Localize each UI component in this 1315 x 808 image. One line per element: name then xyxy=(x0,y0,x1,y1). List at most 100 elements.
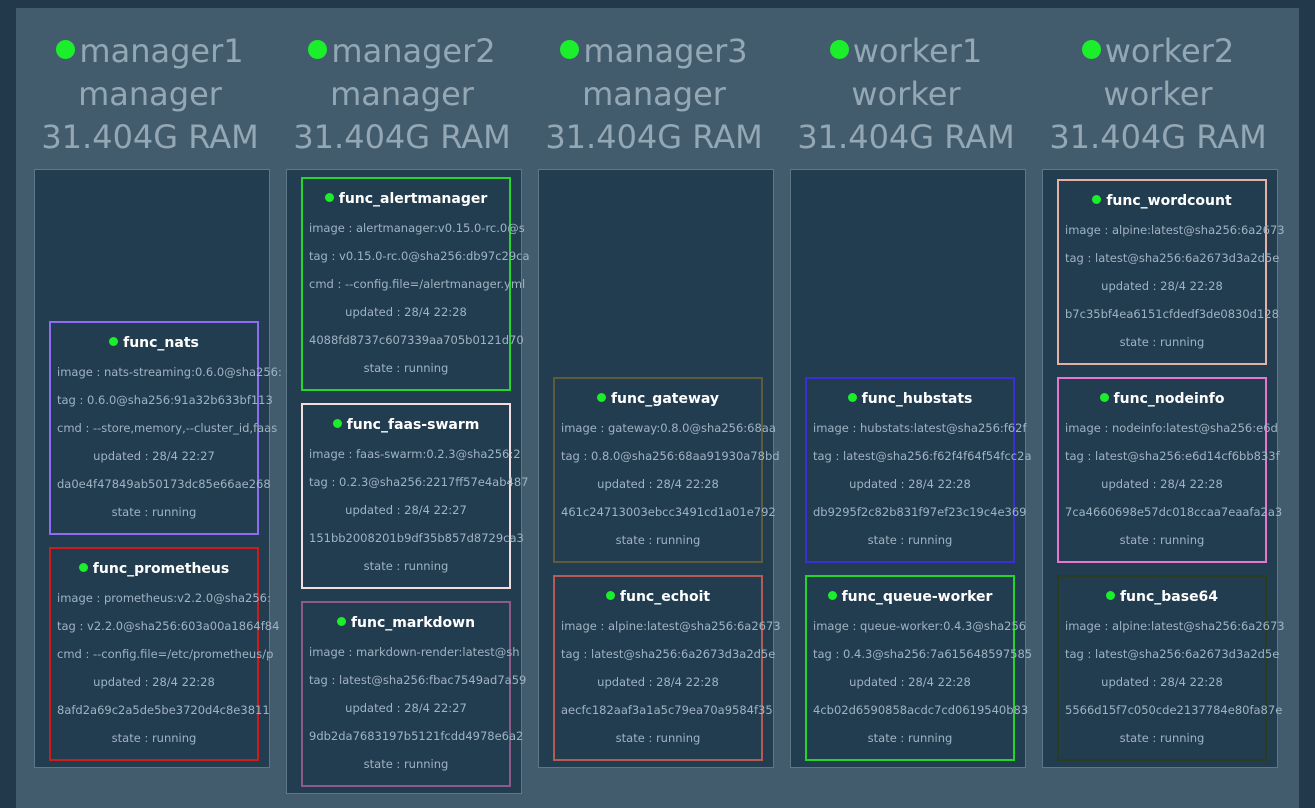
task-id: 5566d15f7c050cde2137784e80fa87e xyxy=(1065,703,1283,717)
task-state: state : running xyxy=(867,731,953,745)
task-updated: updated : 28/4 22:27 xyxy=(345,503,467,517)
task-state: state : running xyxy=(615,731,701,745)
task-updated: updated : 28/4 22:28 xyxy=(1101,477,1223,491)
task-title: func_alertmanager xyxy=(303,190,509,208)
node-role: worker xyxy=(851,75,961,113)
task-status-dot-icon xyxy=(78,563,88,572)
task-title: func_hubstats xyxy=(807,390,1013,408)
task-updated: updated : 28/4 22:28 xyxy=(849,675,971,689)
task-state: state : running xyxy=(363,361,449,375)
task-title: func_prometheus xyxy=(51,560,257,578)
node-role: worker xyxy=(1103,75,1213,113)
task-image: image : markdown-render:latest@sh xyxy=(309,645,520,659)
task-id: 9db2da7683197b5121fcdd4978e6a2 xyxy=(309,729,524,743)
task-title: func_queue-worker xyxy=(807,588,1013,606)
task-state: state : running xyxy=(615,533,701,547)
task-updated: updated : 28/4 22:27 xyxy=(93,449,215,463)
task-id: b7c35bf4ea6151cfdedf3de0830d128 xyxy=(1065,307,1279,321)
task-status-dot-icon xyxy=(324,193,334,202)
task-tag: tag : latest@sha256:e6d14cf6bb833f xyxy=(1065,449,1280,463)
task-state: state : running xyxy=(1119,731,1205,745)
node-name-row: manager1 xyxy=(25,30,275,73)
task-id: 4088fd8737c607339aa705b0121d70 xyxy=(309,333,524,347)
task-title: func_nats xyxy=(51,334,257,352)
node-ram: 31.404G RAM xyxy=(797,118,1015,156)
node-ram: 31.404G RAM xyxy=(41,118,259,156)
task-image: image : alpine:latest@sha256:6a2673 xyxy=(561,619,781,633)
task-tag: tag : v0.15.0-rc.0@sha256:db97c29ca xyxy=(309,249,530,263)
node-ram: 31.404G RAM xyxy=(545,118,763,156)
task-title: func_wordcount xyxy=(1059,192,1265,210)
node-status-dot-icon xyxy=(56,39,76,59)
node-name: manager2 xyxy=(331,32,496,70)
task-updated: updated : 28/4 22:28 xyxy=(1101,279,1223,293)
task-updated: updated : 28/4 22:28 xyxy=(93,675,215,689)
task-title: func_faas-swarm xyxy=(303,416,509,434)
task-name: func_queue-worker xyxy=(841,589,993,605)
task-id: 4cb02d6590858acdc7cd0619540b83 xyxy=(813,703,1029,717)
task-updated: updated : 28/4 22:28 xyxy=(597,477,719,491)
task-updated: updated : 28/4 22:28 xyxy=(1101,675,1223,689)
task-image: image : hubstats:latest@sha256:f62f xyxy=(813,421,1027,435)
node-role: manager xyxy=(330,75,474,113)
task-status-dot-icon xyxy=(605,591,615,600)
task-tag: tag : latest@sha256:6a2673d3a2d5e xyxy=(561,647,776,661)
task-tag: tag : latest@sha256:f62f4f64f54fcc2a xyxy=(813,449,1032,463)
node-name: worker2 xyxy=(1104,32,1235,70)
node-name-row: worker2 xyxy=(1033,30,1283,73)
task-cmd: cmd : --config.file=/alertmanager.yml xyxy=(309,277,526,291)
task-tag: tag : 0.6.0@sha256:91a32b633bf113 xyxy=(57,393,273,407)
node-status-dot-icon xyxy=(1081,39,1101,59)
task-status-dot-icon xyxy=(1105,591,1115,600)
task-state: state : running xyxy=(111,731,197,745)
task-updated: updated : 28/4 22:28 xyxy=(345,305,467,319)
task-status-dot-icon xyxy=(1092,195,1102,204)
task-state: state : running xyxy=(1119,533,1205,547)
task-name: func_faas-swarm xyxy=(346,417,480,433)
task-name: func_prometheus xyxy=(92,561,230,577)
task-image: image : alpine:latest@sha256:6a2673 xyxy=(1065,223,1285,237)
task-title: func_echoit xyxy=(555,588,761,606)
task-id: 151bb2008201b9df35b857d8729ca3 xyxy=(309,531,524,545)
task-image: image : nodeinfo:latest@sha256:e6d xyxy=(1065,421,1278,435)
node-name-row: worker1 xyxy=(781,30,1031,73)
task-updated: updated : 28/4 22:27 xyxy=(345,701,467,715)
task-title: func_markdown xyxy=(303,614,509,632)
task-name: func_hubstats xyxy=(861,391,973,407)
task-cmd: cmd : --store,memory,--cluster_id,faas xyxy=(57,421,278,435)
task-name: func_echoit xyxy=(619,589,711,605)
task-tag: tag : 0.8.0@sha256:68aa91930a78bd xyxy=(561,449,780,463)
task-status-dot-icon xyxy=(332,419,342,428)
task-tag: tag : 0.4.3@sha256:7a615648597585 xyxy=(813,647,1033,661)
task-status-dot-icon xyxy=(827,591,837,600)
task-name: func_nodeinfo xyxy=(1113,391,1225,407)
task-name: func_nats xyxy=(123,335,199,351)
task-image: image : faas-swarm:0.2.3@sha256:2 xyxy=(309,447,521,461)
task-state: state : running xyxy=(1119,335,1205,349)
task-status-dot-icon xyxy=(109,337,119,346)
node-role: manager xyxy=(582,75,726,113)
task-name: func_alertmanager xyxy=(338,191,488,207)
task-id: 461c24713003ebcc3491cd1a01e792 xyxy=(561,505,776,519)
task-name: func_base64 xyxy=(1119,589,1219,605)
